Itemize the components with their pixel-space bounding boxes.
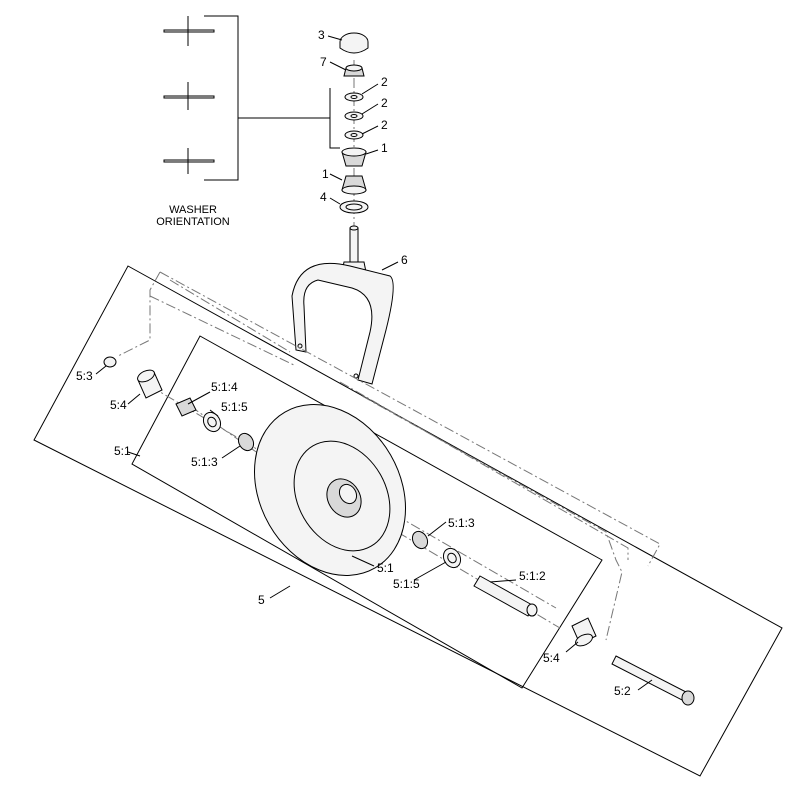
callout-5-3: 5:3 xyxy=(76,369,93,383)
washer-a xyxy=(344,92,364,102)
bearing-cone-lower xyxy=(341,175,367,195)
assembly-frame-outer xyxy=(33,265,783,777)
callout-5-1-left: 5:1 xyxy=(114,444,131,458)
dust-cap xyxy=(339,32,369,54)
bearing-cone-upper xyxy=(341,147,367,167)
axle-bolt xyxy=(611,655,695,706)
spindle-stack xyxy=(339,32,369,230)
callout-5-1-4: 5:1:4 xyxy=(211,380,238,394)
seal-right xyxy=(442,547,462,569)
callout-5-1-3-left: 5:1:3 xyxy=(191,455,218,469)
axle-tube xyxy=(473,575,538,617)
leader-lines xyxy=(95,35,653,691)
callout-1-lower: 1 xyxy=(322,167,329,181)
callout-3: 3 xyxy=(318,28,325,42)
callout-5: 5 xyxy=(258,593,265,607)
washer-orientation-bracket xyxy=(204,15,330,181)
callout-7: 7 xyxy=(320,55,327,69)
washer-profile-top xyxy=(163,16,215,46)
caster-fork xyxy=(291,225,394,385)
washer-profile-middle xyxy=(163,82,215,110)
seal-left xyxy=(202,411,222,433)
washer-b xyxy=(344,111,364,121)
assembly-frame-inner xyxy=(131,335,603,689)
washer-caption-line1: WASHER xyxy=(169,204,217,216)
callout-5-4-right: 5:4 xyxy=(543,651,560,665)
callout-5-1-3-right: 5:1:3 xyxy=(448,516,475,530)
nut-inner-left xyxy=(175,397,197,417)
callout-5-2: 5:2 xyxy=(614,684,631,698)
washer-orientation-inset: WASHER ORIENTATION xyxy=(156,15,330,228)
callout-2-upper: 2 xyxy=(381,75,388,89)
callout-2-lower: 2 xyxy=(381,118,388,132)
callout-4: 4 xyxy=(320,190,327,204)
wheel-tire xyxy=(254,404,406,576)
callout-5-1-right: 5:1 xyxy=(377,561,394,575)
washer-caption-line2: ORIENTATION xyxy=(156,216,230,228)
callout-2-middle: 2 xyxy=(381,96,388,110)
spacer-left xyxy=(137,369,163,399)
callout-labels: 3 7 2 2 2 1 1 4 6 5:3 5:4 5:1:4 5:1:5 5:… xyxy=(76,28,631,698)
callout-5-1-5-right: 5:1:5 xyxy=(393,577,420,591)
spacer-right xyxy=(571,617,597,647)
bearing-right xyxy=(411,530,429,550)
bearing-left xyxy=(237,432,255,452)
callout-5-4-left: 5:4 xyxy=(110,398,127,412)
callout-5-1-2: 5:1:2 xyxy=(519,569,546,583)
bolt-nut-left xyxy=(103,356,117,368)
callout-6: 6 xyxy=(401,253,408,267)
nut xyxy=(343,64,365,77)
washer-c xyxy=(344,130,364,140)
washer-profile-bottom xyxy=(163,148,215,174)
callout-5-1-5-left: 5:1:5 xyxy=(221,400,248,414)
callout-1-upper: 1 xyxy=(381,141,388,155)
seal xyxy=(339,200,369,214)
